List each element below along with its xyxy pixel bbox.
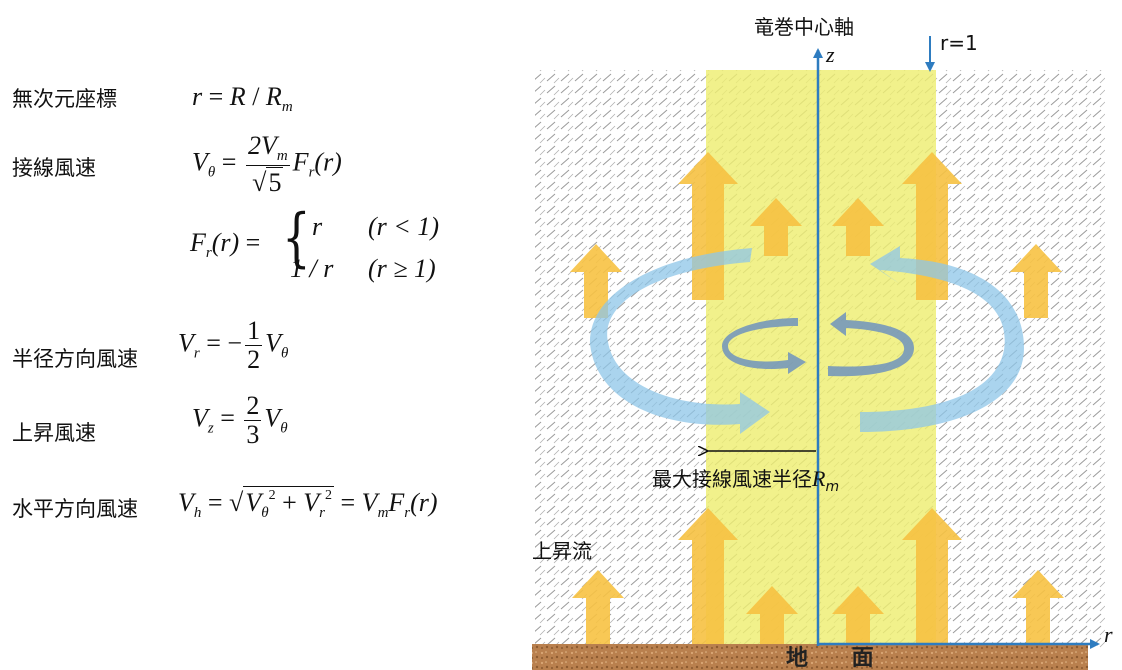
inner-swirl-left	[722, 318, 806, 374]
updraft-arrow	[832, 586, 884, 644]
outer-swirl-right	[860, 246, 1024, 432]
updraft-arrow	[750, 198, 802, 256]
label-dimensionless-coordinate: 無次元座標	[12, 87, 117, 111]
piecewise-case1-condition: (r < 1)	[368, 212, 439, 241]
label-updraft-wind: 上昇風速	[12, 421, 96, 445]
z-axis-label: z	[825, 42, 835, 67]
updraft-arrow	[1010, 244, 1062, 318]
inner-swirl-right	[828, 312, 914, 377]
updraft-label: 上昇流	[532, 539, 592, 563]
updraft-arrow	[902, 508, 962, 644]
piecewise-case1-value: r	[312, 212, 323, 241]
updraft-arrows	[570, 152, 1064, 644]
updraft-arrow	[570, 244, 622, 318]
updraft-arrow	[678, 508, 738, 644]
updraft-arrow	[832, 198, 884, 256]
inner-swirl-arrow	[722, 312, 914, 377]
label-horizontal-wind: 水平方向風速	[12, 497, 138, 521]
equation-piecewise-lhs: Fr(r) =	[190, 228, 261, 261]
equation-dimensionless: r = R / Rm	[192, 82, 293, 115]
max-radius-label: 最大接線風速半径Rm	[652, 466, 839, 495]
r-axis-label: r	[1104, 622, 1113, 647]
updraft-arrow	[572, 570, 624, 644]
updraft-arrow	[746, 586, 798, 644]
equation-horizontal-wind: Vh = √Vθ2 + Vr2 = VmFr(r)	[178, 486, 438, 521]
updraft-arrow	[1012, 570, 1064, 644]
piecewise-case2-condition: (r ≥ 1)	[368, 254, 436, 283]
label-tangential-wind: 接線風速	[12, 156, 96, 180]
piecewise-brace: {	[282, 201, 311, 275]
r1-label: r=1	[940, 31, 978, 55]
center-axis-title: 竜巻中心軸	[754, 15, 854, 39]
outer-swirl-arrow	[589, 246, 1024, 434]
ground-label: 地 面	[786, 646, 892, 670]
outer-swirl-left	[589, 248, 770, 434]
piecewise-case2-value: 1 / r	[290, 254, 334, 283]
label-radial-wind: 半径方向風速	[12, 347, 138, 371]
ground-soil	[532, 644, 1088, 670]
